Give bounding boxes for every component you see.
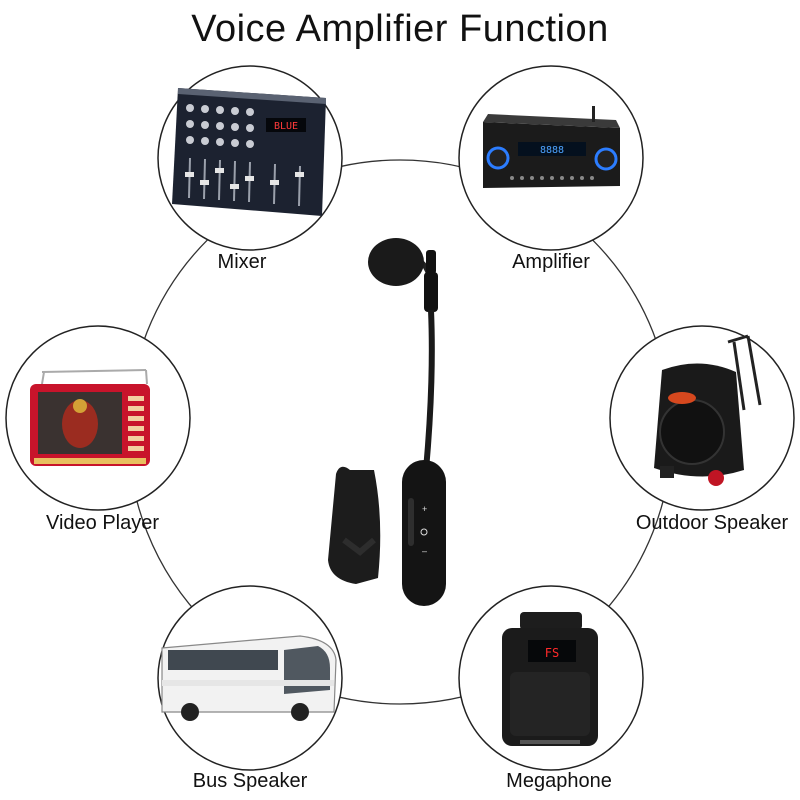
amplifier-icon <box>483 106 620 188</box>
mixer-icon <box>172 88 326 216</box>
device-label-mixer: Mixer <box>217 251 267 273</box>
device-label-outdoor-speaker: Outdoor Speaker <box>635 512 789 534</box>
svg-text:+: + <box>422 504 427 514</box>
megaphone-display: FS <box>545 646 559 660</box>
device-label-megaphone: Megaphone <box>506 770 612 792</box>
microphone-icon: + – <box>328 238 446 606</box>
megaphone-icon <box>502 612 598 746</box>
page-title: Voice Amplifier Function <box>191 8 609 50</box>
outdoor-speaker-icon <box>654 334 762 486</box>
video-player-icon <box>30 369 150 466</box>
svg-text:–: – <box>422 546 427 556</box>
device-label-amplifier: Amplifier <box>512 251 590 273</box>
device-label-bus-speaker: Bus Speaker <box>192 770 308 792</box>
bus-icon <box>161 635 337 721</box>
mixer-display: BLUE <box>274 121 298 132</box>
amplifier-display: 8888 <box>540 145 564 156</box>
device-label-video-player: Video Player <box>45 512 160 534</box>
